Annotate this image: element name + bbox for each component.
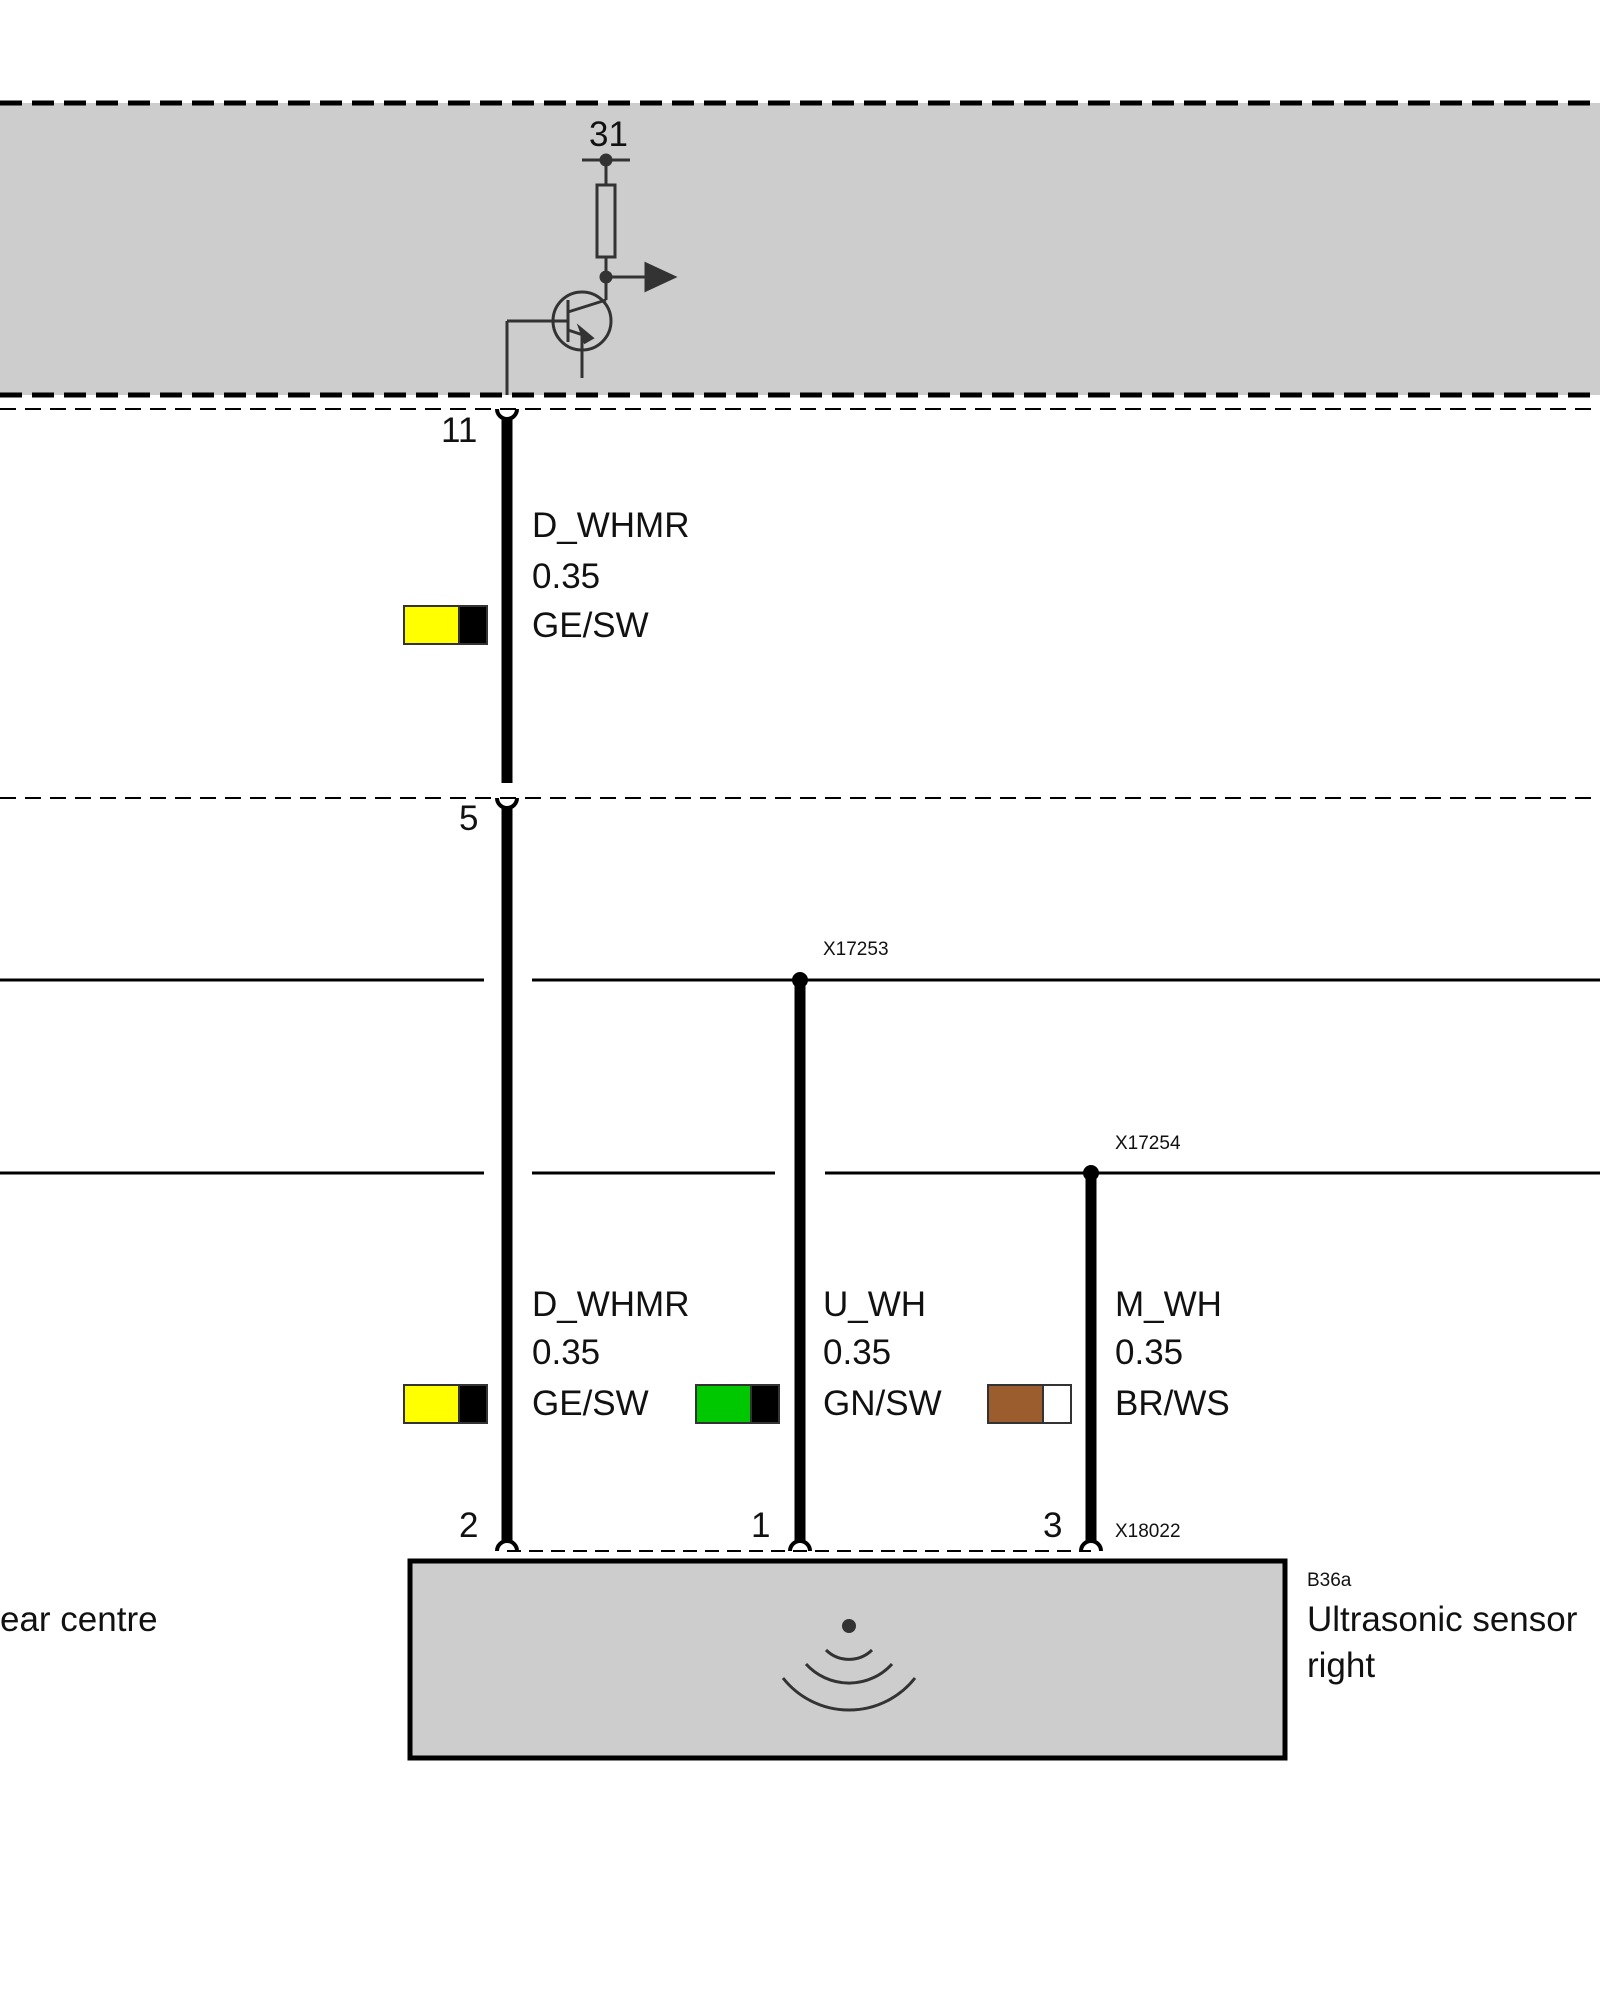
wire-3-signal: M_WH	[1115, 1285, 1222, 1324]
wire-2-labels: U_WH 0.35 GN/SW	[695, 1285, 942, 1424]
splice-upper-label: X17253	[823, 939, 889, 960]
ground-terminal-label: 31	[589, 115, 628, 154]
wire-3-cross-section: 0.35	[1115, 1333, 1183, 1372]
ultrasonic-sensor: B36a Ultrasonic sensor right	[407, 1558, 1578, 1761]
wire-2-color-swatch	[695, 1384, 780, 1424]
splice-bus-lines	[0, 978, 1600, 1175]
transistor-circuit-icon	[505, 153, 678, 395]
wire-1-color-swatch	[403, 1384, 488, 1424]
pin-5-label: 5	[459, 799, 478, 838]
control-unit-body	[0, 103, 1600, 395]
wire-2-cross-section: 0.35	[823, 1333, 891, 1372]
splice-lower-label: X17254	[1115, 1133, 1181, 1154]
left-component-label: ear centre	[0, 1600, 158, 1639]
sensor-connector: 2 1 3 X18022	[459, 1506, 1181, 1552]
wire-1-color-code: GE/SW	[532, 1384, 649, 1423]
top-wire-signal: D_WHMR	[532, 506, 689, 545]
pin-11-label: 11	[441, 411, 477, 450]
pin-2-socket	[495, 1539, 519, 1552]
pin-2-label: 2	[459, 1506, 478, 1545]
pin-1-socket	[788, 1539, 812, 1552]
top-wire-group: 11 D_WHMR 0.35 GE/SW	[403, 408, 689, 810]
top-wire-color-code: GE/SW	[532, 606, 649, 645]
sensor-name-line1: Ultrasonic sensor	[1307, 1600, 1578, 1639]
pin-3-label: 3	[1043, 1506, 1062, 1545]
wire-3-labels: M_WH 0.35 BR/WS	[987, 1285, 1230, 1424]
wire-1-cross-section: 0.35	[532, 1333, 600, 1372]
pin-3-socket	[1079, 1539, 1103, 1552]
top-wire-color-swatch	[403, 605, 488, 645]
wire-3-color-code: BR/WS	[1115, 1384, 1230, 1423]
wire-3-color-swatch	[987, 1384, 1072, 1424]
pin-11-socket	[495, 408, 519, 421]
ultrasonic-waves-icon	[781, 1619, 917, 1712]
sensor-name-line2: right	[1307, 1646, 1375, 1685]
wire-2-signal: U_WH	[823, 1285, 926, 1324]
lower-wires	[501, 806, 1097, 1543]
pin-1-label: 1	[751, 1506, 770, 1545]
wire-1-signal: D_WHMR	[532, 1285, 689, 1324]
sensor-id-label: B36a	[1307, 1570, 1352, 1591]
wire-1-labels: D_WHMR 0.35 GE/SW	[403, 1285, 689, 1424]
top-wire-cross-section: 0.35	[532, 557, 600, 596]
wire-2-color-code: GN/SW	[823, 1384, 942, 1423]
connector-id-label: X18022	[1115, 1521, 1181, 1542]
control-unit: 31	[0, 100, 1600, 410]
